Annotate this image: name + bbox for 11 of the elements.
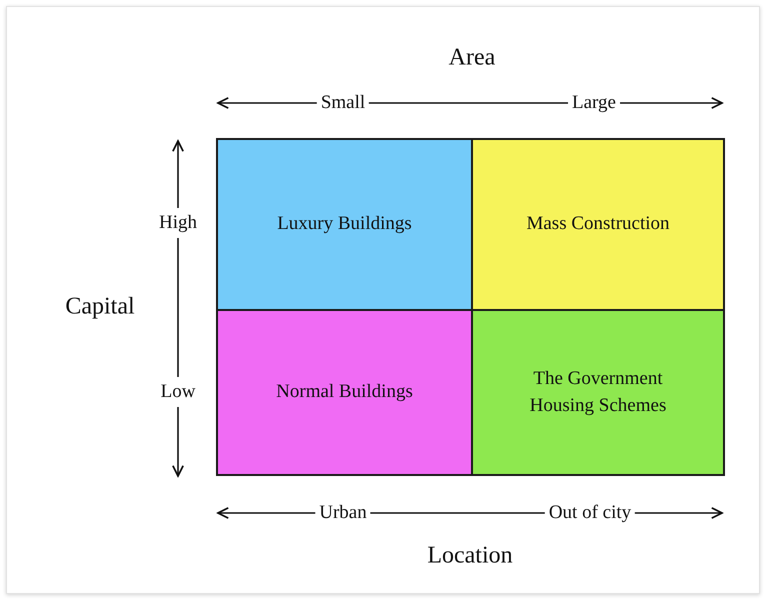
axis-value: Out of city [544, 502, 636, 524]
quadrant-box [216, 138, 473, 311]
quadrant-label: Mass Construction [526, 212, 670, 236]
quadrant-label: The Government Housing Schemes [528, 366, 668, 418]
quadrant-box [471, 309, 725, 476]
axis-value: Low [158, 377, 198, 407]
quadrant-box [216, 309, 473, 476]
quadrant-label: Normal Buildings [276, 380, 413, 404]
axis-value: High [157, 208, 199, 238]
quadrant-box [471, 138, 725, 311]
quadrant-label: Luxury Buildings [277, 212, 412, 236]
